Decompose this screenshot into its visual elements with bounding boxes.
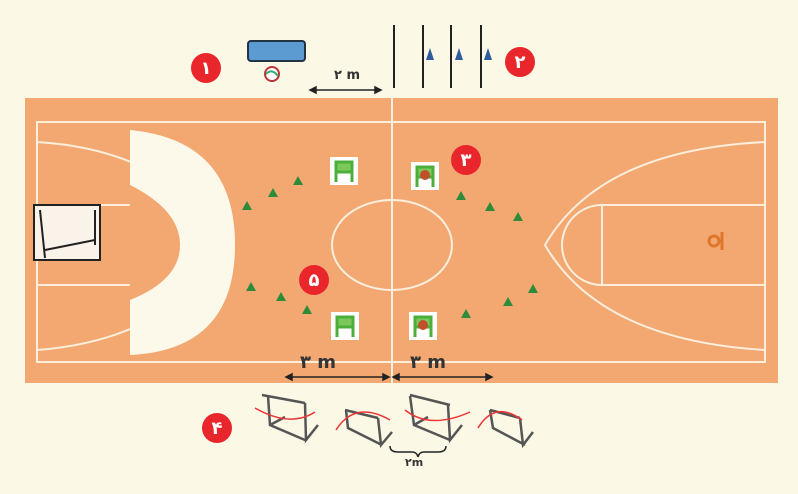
cone-icon [503,297,513,306]
chair-icon [330,157,358,185]
cone-icon [455,48,463,60]
ball-icon [264,66,280,82]
lane-lines [393,25,482,88]
hurdle-icon [335,408,393,449]
cone-icon [461,309,471,318]
three-point-arc [543,141,766,351]
marker-5: ۵ [299,265,329,295]
marker-1: ۱ [191,53,221,83]
cone-icon [302,305,312,314]
hurdle-icon [254,393,319,444]
cone-icon [246,282,256,291]
chairs [330,157,439,340]
distance-arrows [284,85,494,458]
marker-3: ۳ [451,145,481,175]
cone-icon [528,284,538,293]
cone-icon [268,188,278,197]
chair-with-ball-icon [411,162,439,190]
lane-cones [426,48,492,60]
marker-2: ۲ [505,47,535,77]
semicircle-zone [130,130,235,355]
center-circle [331,199,453,291]
basket-hoop-icon [707,232,724,250]
cone-icon [293,176,303,185]
cone-icon [242,201,252,210]
chair-with-ball-icon [409,312,437,340]
distance-label-hurdles: ۲m [405,456,424,469]
marker-4: ۴ [202,413,232,443]
cone-icon [484,48,492,60]
key-area [601,204,766,286]
cone-icon [426,48,434,60]
hurdles [254,393,534,449]
chair-icon [331,312,359,340]
cone-icon [276,292,286,301]
distance-label-top: ۲ m [334,68,361,83]
cone-icon [456,191,466,200]
goal-icon [33,204,101,261]
hurdle-icon [477,408,534,449]
basket-icon [247,40,306,62]
distance-label-right: ۳ m [410,352,447,373]
cone-icon [513,212,523,221]
cone-icon [485,202,495,211]
distance-label-left: ۳ m [300,352,337,373]
hurdle-icon [404,393,471,444]
cones [242,176,538,318]
